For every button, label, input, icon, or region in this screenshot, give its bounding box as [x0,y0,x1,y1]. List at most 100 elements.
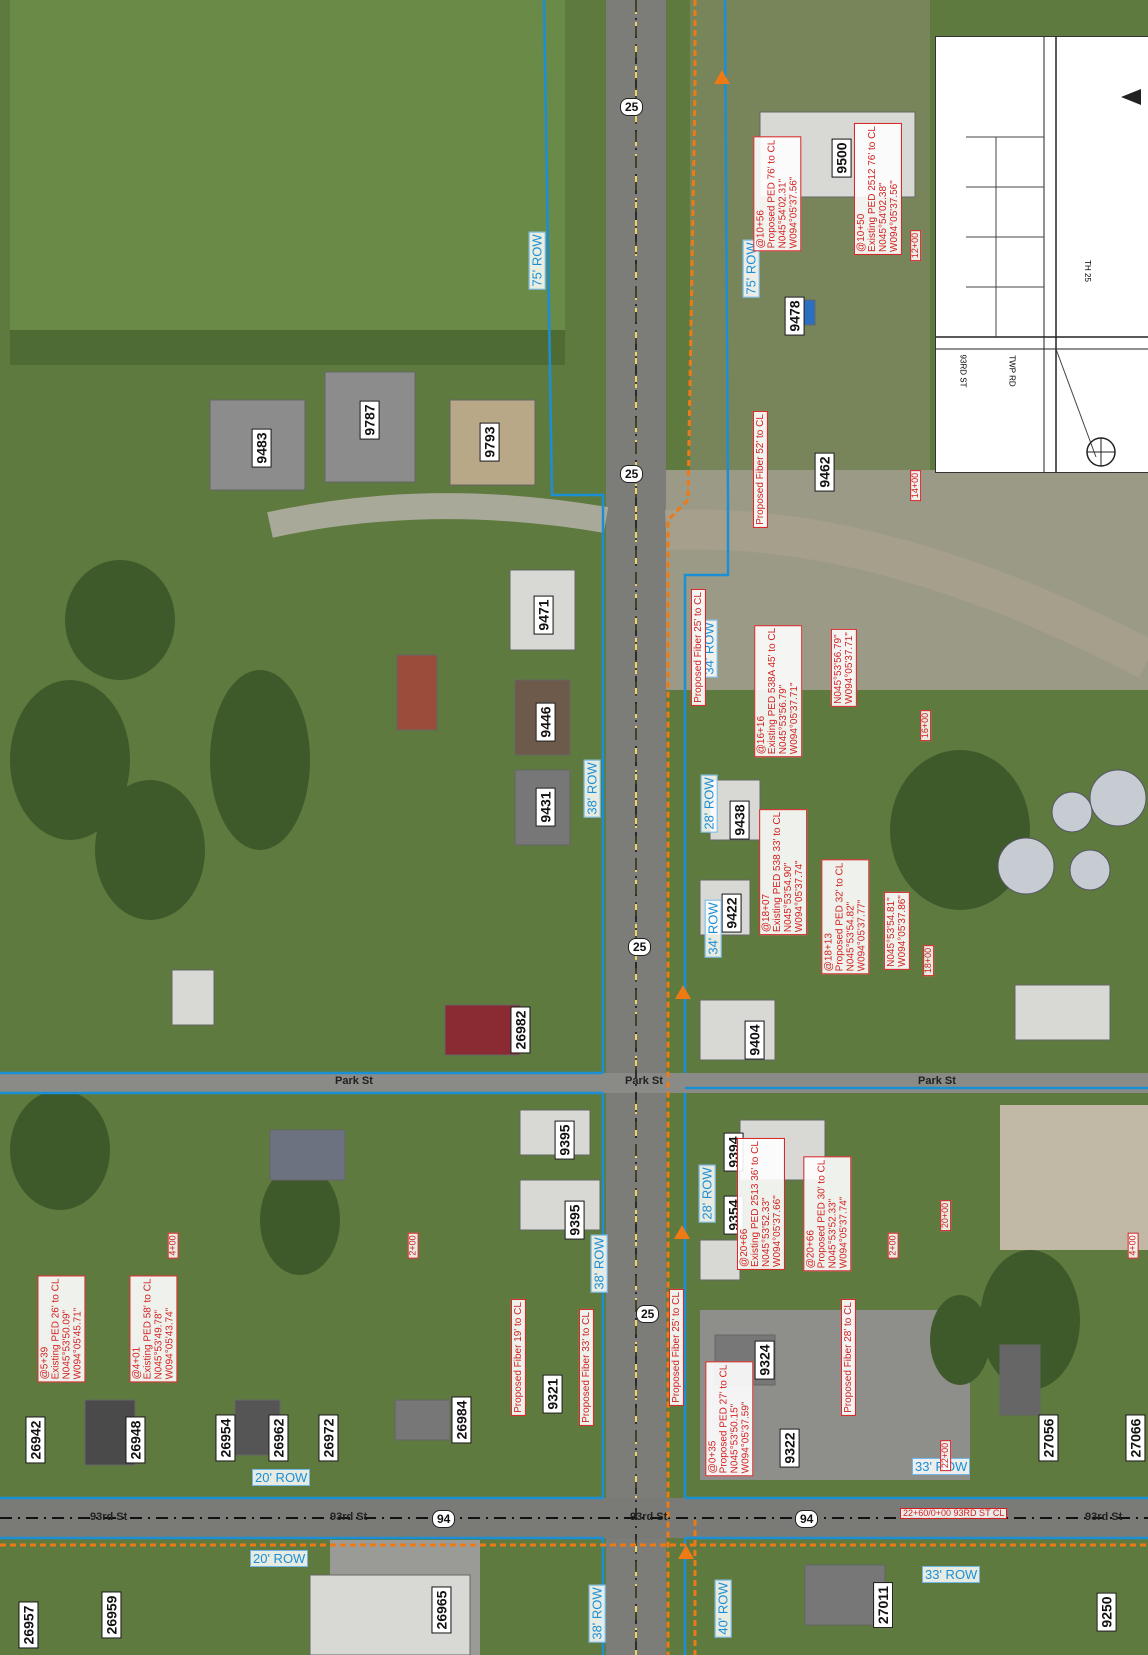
tree-clusters [10,560,1080,1390]
address-9321: 9321 [542,1374,563,1414]
row-label-75-left: 75' ROW [528,231,546,290]
note-proposed-ped-035: @0+35 Proposed PED 27' to CL N045°53'50.… [705,1361,754,1477]
address-9250: 9250 [1096,1592,1117,1632]
address-9431: 9431 [535,787,556,827]
third-st-station-note: 22+60/0+00 93RD ST CL [900,1508,1008,1519]
station-4-right: 4+00 [1127,1232,1139,1259]
station-20: 20+00 [940,1199,952,1232]
ped-markers [674,70,730,1559]
station-14: 14+00 [910,469,922,502]
street-park-center: Park St [625,1075,663,1087]
hwy25-shield-4: 25 [636,1305,660,1323]
station-12: 12+00 [910,229,922,262]
address-26984: 26984 [451,1396,472,1444]
note-fiber-28: Proposed Fiber 28' to CL [840,1299,856,1416]
park-st-road [0,1073,1148,1093]
address-9478: 9478 [784,296,805,336]
address-9324: 9324 [754,1340,775,1380]
station-2-right: 2+00 [887,1232,899,1259]
note-existing-ped-538: @18+07 Existing PED 538 33' to CL N045°5… [759,808,808,936]
address-26962: 26962 [268,1414,289,1462]
address-27066: 27066 [1125,1414,1146,1462]
inset-label-th25: TH 25 [1082,260,1092,282]
note-existing-ped-538a: @16+16 Existing PED 538A 45' to CL N045°… [754,624,803,758]
hwy25-shield-1: 25 [620,98,644,116]
row-label-40: 40' ROW [714,1579,732,1638]
row-label-28-b: 28' ROW [698,1164,716,1223]
row-label-33-b: 33' ROW [922,1566,981,1583]
note-fiber-33: Proposed Fiber 33' to CL [578,1309,594,1426]
address-26982: 26982 [510,1006,531,1054]
gravel-lot [650,470,1148,690]
address-26942: 26942 [25,1416,46,1464]
note-fiber-52: Proposed Fiber 52' to CL [752,411,768,528]
station-22: 22+00 [940,1439,952,1472]
address-26948: 26948 [125,1416,146,1464]
driveway-east [665,509,1148,678]
row-label-28-a: 28' ROW [700,774,718,833]
address-9446: 9446 [535,702,556,742]
station-18: 18+00 [923,944,935,977]
street-93rd-left-b: 93rd St [330,1511,368,1523]
address-27056: 27056 [1038,1414,1059,1462]
note-proposed-ped-1813: @18+13 Proposed PED 32' to CL N045°53'54… [821,859,870,975]
row-label-20-a: 20' ROW [252,1469,311,1486]
address-9422: 9422 [721,893,742,933]
hwy25-shield-3: 25 [628,938,652,956]
row-label-34-b: 34' ROW [704,899,722,958]
address-26957: 26957 [18,1601,39,1649]
note-coords-2: N045°53'54.81" W094°05'37.86" [883,892,910,970]
address-9322: 9322 [779,1428,800,1468]
address-9438: 9438 [729,800,750,840]
street-93rd-left-a: 93rd St [90,1511,128,1523]
address-26959: 26959 [101,1591,122,1639]
hwy94-shield-2: 94 [795,1510,819,1528]
driveway-west [267,493,609,538]
note-existing-ped-2512: @10+50 Existing PED 2512 76' to CL N045°… [853,123,902,255]
row-label-38-c: 38' ROW [588,1584,606,1643]
hwy94-shield-1: 94 [432,1510,456,1528]
address-9793: 9793 [479,422,500,462]
note-existing-ped-2513: @20+66 Existing PED 2513 36' to CL N045°… [736,1138,785,1270]
address-27011: 27011 [873,1581,894,1629]
address-9500: 9500 [831,138,852,178]
note-fiber-25-a: Proposed Fiber 25' to CL [690,589,706,706]
row-label-38-a: 38' ROW [583,759,601,818]
crop-field [10,0,565,345]
address-9471: 9471 [533,595,554,635]
street-park-right: Park St [918,1075,956,1087]
note-fiber-19: Proposed Fiber 19' to CL [510,1299,526,1416]
note-existing-ped-539: @5+39 Existing PED 26' to CL N045°53'50.… [37,1275,86,1383]
row-label-20-b: 20' ROW [250,1550,309,1567]
address-9395-a: 9395 [554,1120,575,1160]
address-9395-b: 9395 [564,1200,585,1240]
address-26965: 26965 [431,1586,452,1634]
inset-svg [936,37,1148,472]
tree-line [10,330,565,365]
street-93rd-center: 93rd St [630,1511,668,1523]
street-93rd-right: 93rd St [1085,1511,1123,1523]
note-fiber-25-b: Proposed Fiber 25' to CL [668,1289,684,1406]
station-16: 16+00 [920,709,932,742]
address-9462: 9462 [814,452,835,492]
hwy25-shield-2: 25 [620,465,644,483]
address-26954: 26954 [215,1414,236,1462]
row-label-38-b: 38' ROW [590,1234,608,1293]
inset-label-twp: TWP RD [1007,355,1017,387]
address-9787: 9787 [359,400,380,440]
note-coords-1: N045°53'56.79" W094°05'37.71" [830,629,857,707]
station-4-left: 4+00 [167,1232,179,1259]
dirt-lot [1000,1105,1148,1250]
note-proposed-ped-2066: @20+66 Proposed PED 30' to CL N045°53'52… [803,1156,852,1272]
street-park-left: Park St [335,1075,373,1087]
station-2-left: 2+00 [407,1232,419,1259]
inset-location-map: TH 25 93RD ST TWP RD [935,36,1148,473]
note-existing-ped-401: @4+01 Existing PED 58' to CL N045°53'49.… [129,1275,178,1383]
grain-bins [997,769,1147,895]
address-9404: 9404 [744,1020,765,1060]
address-26972: 26972 [318,1414,339,1462]
address-9483: 9483 [251,428,272,468]
